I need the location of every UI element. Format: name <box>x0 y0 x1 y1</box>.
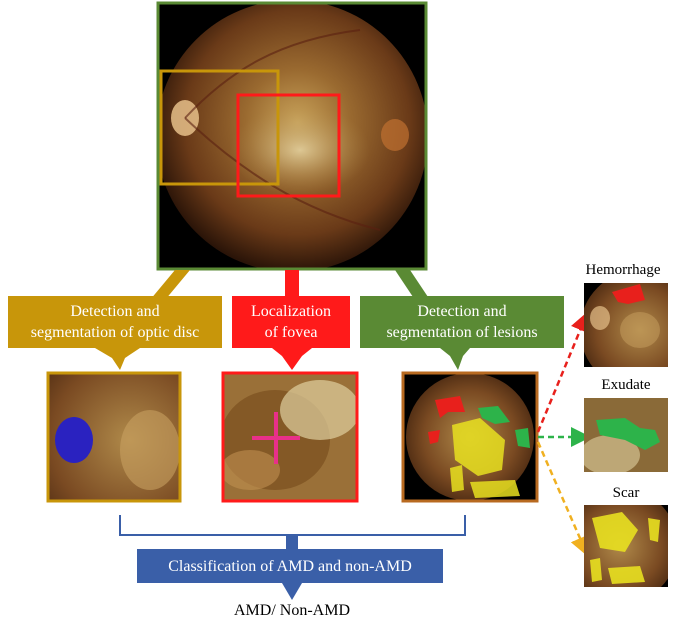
arrow-to-hemorrhage <box>536 311 590 433</box>
arrow-to-fovea-result <box>272 348 312 370</box>
fovea-task-box <box>232 296 350 348</box>
classification-box <box>137 549 443 583</box>
arrow-to-scar <box>536 441 590 557</box>
optic-disc-task-line2: segmentation of optic disc <box>30 324 200 341</box>
arrow-to-fovea-task <box>285 270 299 298</box>
fovea-roi-box <box>236 93 341 198</box>
lesions-result-image <box>401 371 539 503</box>
arrow-to-lesions-result <box>440 348 470 370</box>
lesions-task-line2: segmentation of lesions <box>386 324 538 341</box>
merge-bracket <box>119 515 466 536</box>
optic-disc-task-line1: Detection and <box>70 303 160 320</box>
main-fundus-image <box>156 1 428 271</box>
fovea-result-image <box>221 371 359 503</box>
exudate-label: Exudate <box>601 377 651 393</box>
arrow-to-lesions-task <box>395 270 430 300</box>
optic-disc-roi-box <box>159 69 280 186</box>
classification-label: Classification of AMD and non-AMD <box>168 557 412 575</box>
optic-disc-result-image <box>46 371 182 503</box>
fovea-task-line1: Localization <box>251 303 331 320</box>
arrow-to-optic-disc-task <box>150 270 190 300</box>
output-label: AMD/ Non-AMD <box>234 602 350 619</box>
optic-disc-segmentation <box>55 417 93 463</box>
lesions-task-box <box>360 296 564 348</box>
lesions-task-line1: Detection and <box>417 303 507 320</box>
lesions-task-label: Detection and segmentation of lesions <box>360 296 564 348</box>
optic-disc-task-box <box>8 296 222 348</box>
scar-image <box>584 505 668 587</box>
scar-label: Scar <box>612 485 640 501</box>
hemorrhage-label: Hemorrhage <box>585 262 661 278</box>
hemorrhage-image <box>584 283 668 367</box>
exudate-image <box>584 398 668 472</box>
fovea-task-label: Localization of fovea <box>232 296 350 348</box>
arrow-to-optic-disc-result <box>95 348 140 370</box>
fovea-marker <box>252 412 300 464</box>
fovea-task-line2: of fovea <box>264 324 318 341</box>
optic-disc-task-label: Detection and segmentation of optic disc <box>8 296 222 348</box>
